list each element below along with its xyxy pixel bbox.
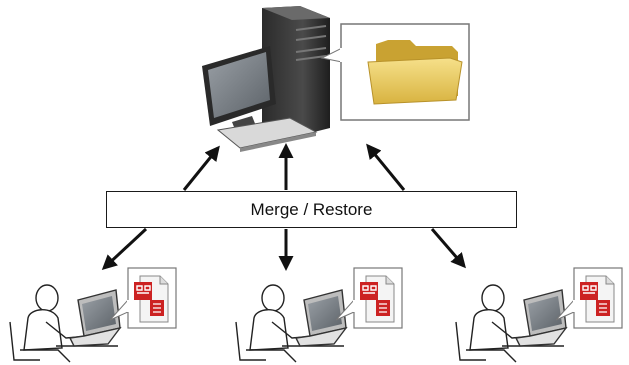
client-workstation	[455, 267, 623, 363]
user-laptop-icon	[455, 284, 568, 363]
client-workstation	[9, 267, 177, 363]
connection-arrows	[101, 143, 466, 271]
client-workstation	[235, 267, 403, 363]
shared-folder-icon	[367, 40, 463, 105]
project-file-callout	[109, 267, 177, 329]
user-laptop-icon	[9, 284, 122, 363]
project-file-callout	[555, 267, 623, 329]
project-file-icon	[134, 275, 169, 323]
project-file-icon	[360, 275, 395, 323]
user-laptop-icon	[235, 284, 348, 363]
project-file-icon	[580, 275, 615, 323]
shared-folder-callout	[320, 23, 470, 121]
server-computer-icon	[202, 6, 330, 152]
merge-restore-label: Merge / Restore	[250, 199, 373, 219]
project-file-callout	[335, 267, 403, 329]
merge-restore-box: Merge / Restore	[106, 191, 517, 228]
